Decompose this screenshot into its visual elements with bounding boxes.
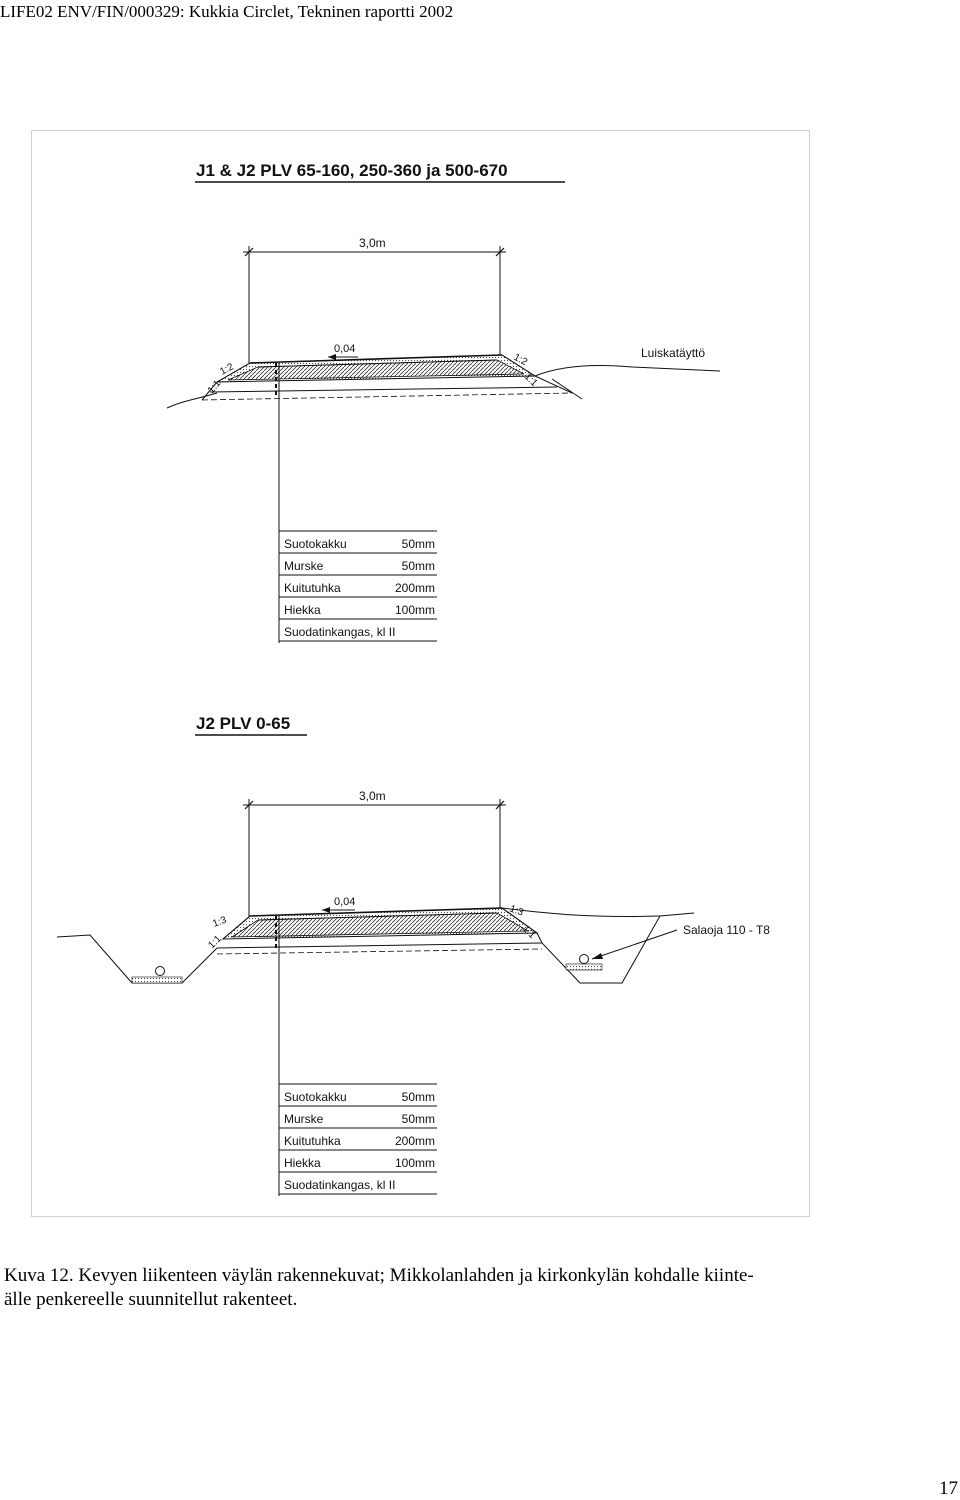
section2-layer-thickness: 50mm (402, 1112, 435, 1126)
section1-slope-label: 0,04 (334, 343, 355, 355)
section1-fill-slope (551, 378, 583, 400)
section1-side-label: Luiskatäyttö (641, 346, 705, 360)
section2-layer-name: Suodatinkangas, kl II (284, 1178, 395, 1192)
section1-layer-name: Suotokakku (284, 537, 347, 551)
section1-drawing: J1 & J2 PLV 65-160, 250-360 ja 500-670 3… (166, 161, 721, 643)
section1-layer-name: Kuitutuhka (284, 581, 341, 595)
section2-slope-label: 0,04 (334, 896, 355, 908)
section1-width-label: 3,0m (359, 236, 386, 250)
page-header: LIFE02 ENV/FIN/000329: Kukkia Circlet, T… (0, 2, 454, 21)
section2-right-ditch (536, 912, 695, 984)
section1-slope-indicator: 0,04 (328, 343, 358, 360)
section2-width-label: 3,0m (359, 789, 386, 803)
section2-width-dimension: 3,0m (243, 789, 506, 918)
section2-side-leader (591, 929, 678, 960)
section1-ground-left (166, 392, 218, 409)
section1-embankment (201, 354, 573, 401)
section2-layer-name: Hiekka (284, 1156, 321, 1170)
section2-embankment (216, 907, 543, 955)
figure-caption: Kuva 12. Kevyen liikenteen väylän rakenn… (4, 1264, 956, 1312)
section2-layer-name: Kuitutuhka (284, 1134, 341, 1148)
section1-layer-thickness: 200mm (395, 581, 435, 595)
drawing-canvas: J1 & J2 PLV 65-160, 250-360 ja 500-670 3… (56, 161, 770, 1196)
section2-side-label: Salaoja 110 - T8 (683, 923, 770, 937)
section2-title: J2 PLV 0-65 (196, 714, 290, 733)
section2-slope-right-top: 1:3 (508, 903, 525, 918)
page-number: 17 (939, 1478, 958, 1499)
section2-layer-name: Murske (284, 1112, 324, 1126)
section2-right-drain-pipe (579, 954, 589, 964)
section2-layer-thickness: 100mm (395, 1156, 435, 1170)
section2-slope-left-top: 1:3 (211, 915, 228, 930)
section1-layer-table: Suotokakku 50mm Murske 50mm Kuitutuhka 2… (279, 530, 437, 642)
section1-layer-name: Murske (284, 559, 324, 573)
construction-drawing-figure: J1 & J2 PLV 65-160, 250-360 ja 500-670 3… (31, 130, 810, 1217)
section2-layer-thickness: 200mm (395, 1134, 435, 1148)
section2-left-drain-pipe (155, 966, 165, 976)
section2-slope-left-bottom: 1:1 (206, 933, 224, 951)
section1-width-dimension: 3,0m (243, 236, 506, 366)
section1-layer-thickness: 50mm (402, 537, 435, 551)
section1-layer-name: Hiekka (284, 603, 321, 617)
section1-title: J1 & J2 PLV 65-160, 250-360 ja 500-670 (196, 161, 508, 180)
section1-layer-name: Suodatinkangas, kl II (284, 625, 395, 639)
section1-ground-right (534, 364, 721, 377)
section2-layer-table: Suotokakku 50mm Murske 50mm Kuitutuhka 2… (279, 1083, 437, 1195)
section2-layer-name: Suotokakku (284, 1090, 347, 1104)
section1-layer-thickness: 100mm (395, 603, 435, 617)
section2-layer-thickness: 50mm (402, 1090, 435, 1104)
section2-slope-indicator: 0,04 (322, 896, 355, 913)
caption-line-1: Kuva 12. Kevyen liikenteen väylän rakenn… (4, 1265, 754, 1286)
section1-layer-thickness: 50mm (402, 559, 435, 573)
section2-left-ditch (56, 934, 218, 984)
caption-line-2: älle penkereelle suunnitellut rakenteet. (4, 1289, 298, 1310)
section2-drawing: J2 PLV 0-65 3,0m 0,04 (56, 714, 770, 1196)
